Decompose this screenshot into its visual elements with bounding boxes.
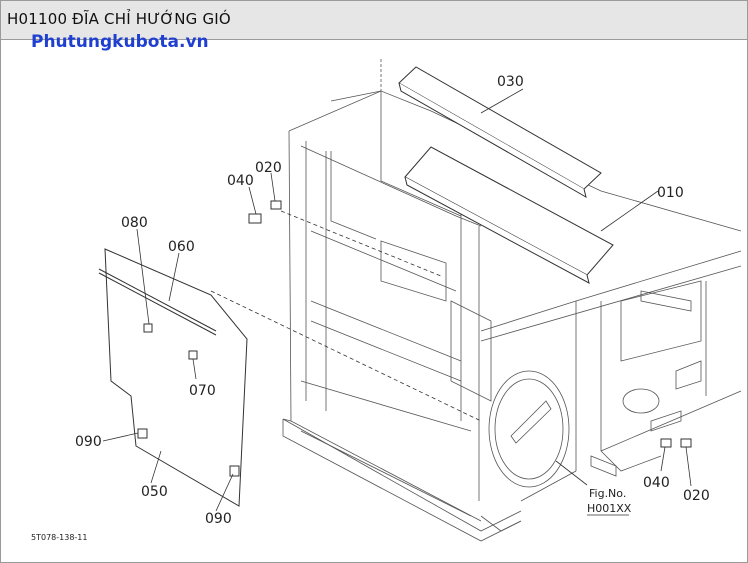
deflector-plate-030-drawing: [398, 66, 602, 199]
leader-lines: [102, 88, 692, 512]
callout-050: 050: [141, 484, 168, 500]
watermark-text: Phutungkubota.vn: [31, 32, 209, 52]
callout-090-bottom: 090: [205, 511, 232, 527]
callout-070: 070: [189, 383, 216, 399]
callout-020-lower: 020: [683, 488, 710, 504]
callout-040-upper: 040: [227, 173, 254, 189]
fig-ref-label: Fig.No.: [589, 487, 626, 500]
cover-panel-050-drawing: [98, 248, 248, 507]
title-bar: H01100 ĐĨA CHỈ HƯỚNG GIÓ: [1, 1, 747, 40]
callout-010: 010: [657, 185, 684, 201]
machine-body-drawing: [282, 59, 742, 542]
callout-030: 030: [497, 74, 524, 90]
deflector-plate-010-drawing: [404, 146, 614, 284]
fig-ref-number: H001XX: [587, 502, 632, 515]
callout-090-left: 090: [75, 434, 102, 450]
callout-080: 080: [121, 215, 148, 231]
page-title: H01100 ĐĨA CHỈ HƯỚNG GIÓ: [7, 10, 231, 28]
drawing-code: 5T078-138-11: [31, 533, 87, 542]
callout-060: 060: [168, 239, 195, 255]
callout-020-upper: 020: [255, 160, 282, 176]
callout-040-lower: 040: [643, 475, 670, 491]
